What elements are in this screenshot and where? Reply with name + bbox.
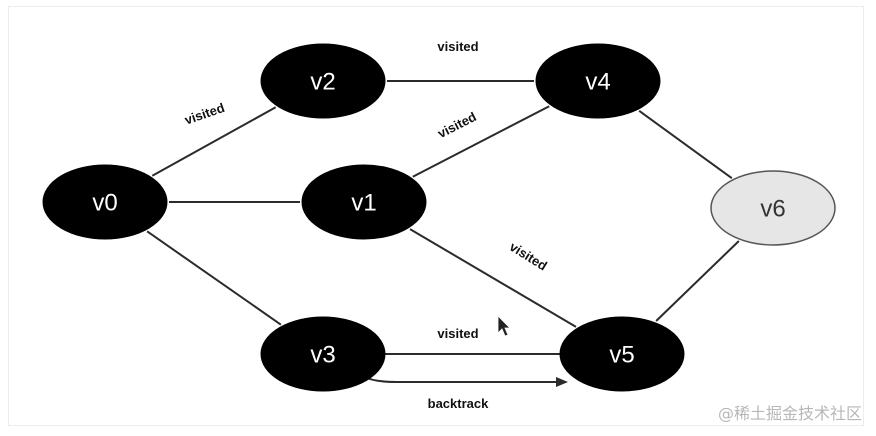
node-shape-v5 — [559, 316, 685, 392]
node-v0: v0 — [42, 164, 168, 240]
edge-v1-v5 — [409, 228, 577, 328]
node-label-v3: v3 — [310, 342, 335, 369]
node-label-v2: v2 — [310, 69, 335, 96]
edge-label-v1-v4: visited — [435, 109, 479, 141]
node-shape-v4 — [535, 43, 661, 119]
node-label-v5: v5 — [609, 342, 634, 369]
node-shape-v6 — [710, 170, 836, 246]
edge-v5-v6 — [655, 240, 740, 322]
node-v4: v4 — [535, 43, 661, 119]
edge-label-v1-v5: visited — [507, 239, 550, 274]
mouse-cursor-icon — [497, 315, 511, 337]
node-v3: v3 — [260, 316, 386, 392]
edge-v0-v2 — [151, 106, 277, 177]
node-v5: v5 — [559, 316, 685, 392]
node-label-v6: v6 — [760, 196, 785, 223]
edge-v1-v4 — [412, 105, 550, 178]
backtrack-arrow — [366, 377, 568, 387]
node-v2: v2 — [260, 43, 386, 119]
node-label-v4: v4 — [585, 69, 610, 96]
node-label-v1: v1 — [351, 190, 376, 217]
edge-label-v3-v5: visited — [437, 326, 478, 341]
node-shape-v2 — [260, 43, 386, 119]
watermark: @稀土掘金技术社区 — [717, 404, 862, 423]
nodes-layer: v0 v1 v2 v3 v4 v5 v6 — [42, 43, 836, 392]
node-v6: v6 — [710, 170, 836, 246]
diagram-frame — [8, 6, 864, 426]
backtrack-label: backtrack — [428, 396, 489, 411]
node-label-v0: v0 — [92, 190, 117, 217]
node-shape-v0 — [42, 164, 168, 240]
node-v1: v1 — [301, 164, 427, 240]
edge-label-v2-v4: visited — [437, 39, 478, 54]
node-shape-v3 — [260, 316, 386, 392]
edges-layer — [146, 80, 740, 387]
edge-label-v0-v2: visited — [183, 100, 227, 128]
edge-v0-v3 — [146, 230, 282, 326]
edge-v4-v6 — [638, 110, 733, 179]
node-shape-v1 — [301, 164, 427, 240]
